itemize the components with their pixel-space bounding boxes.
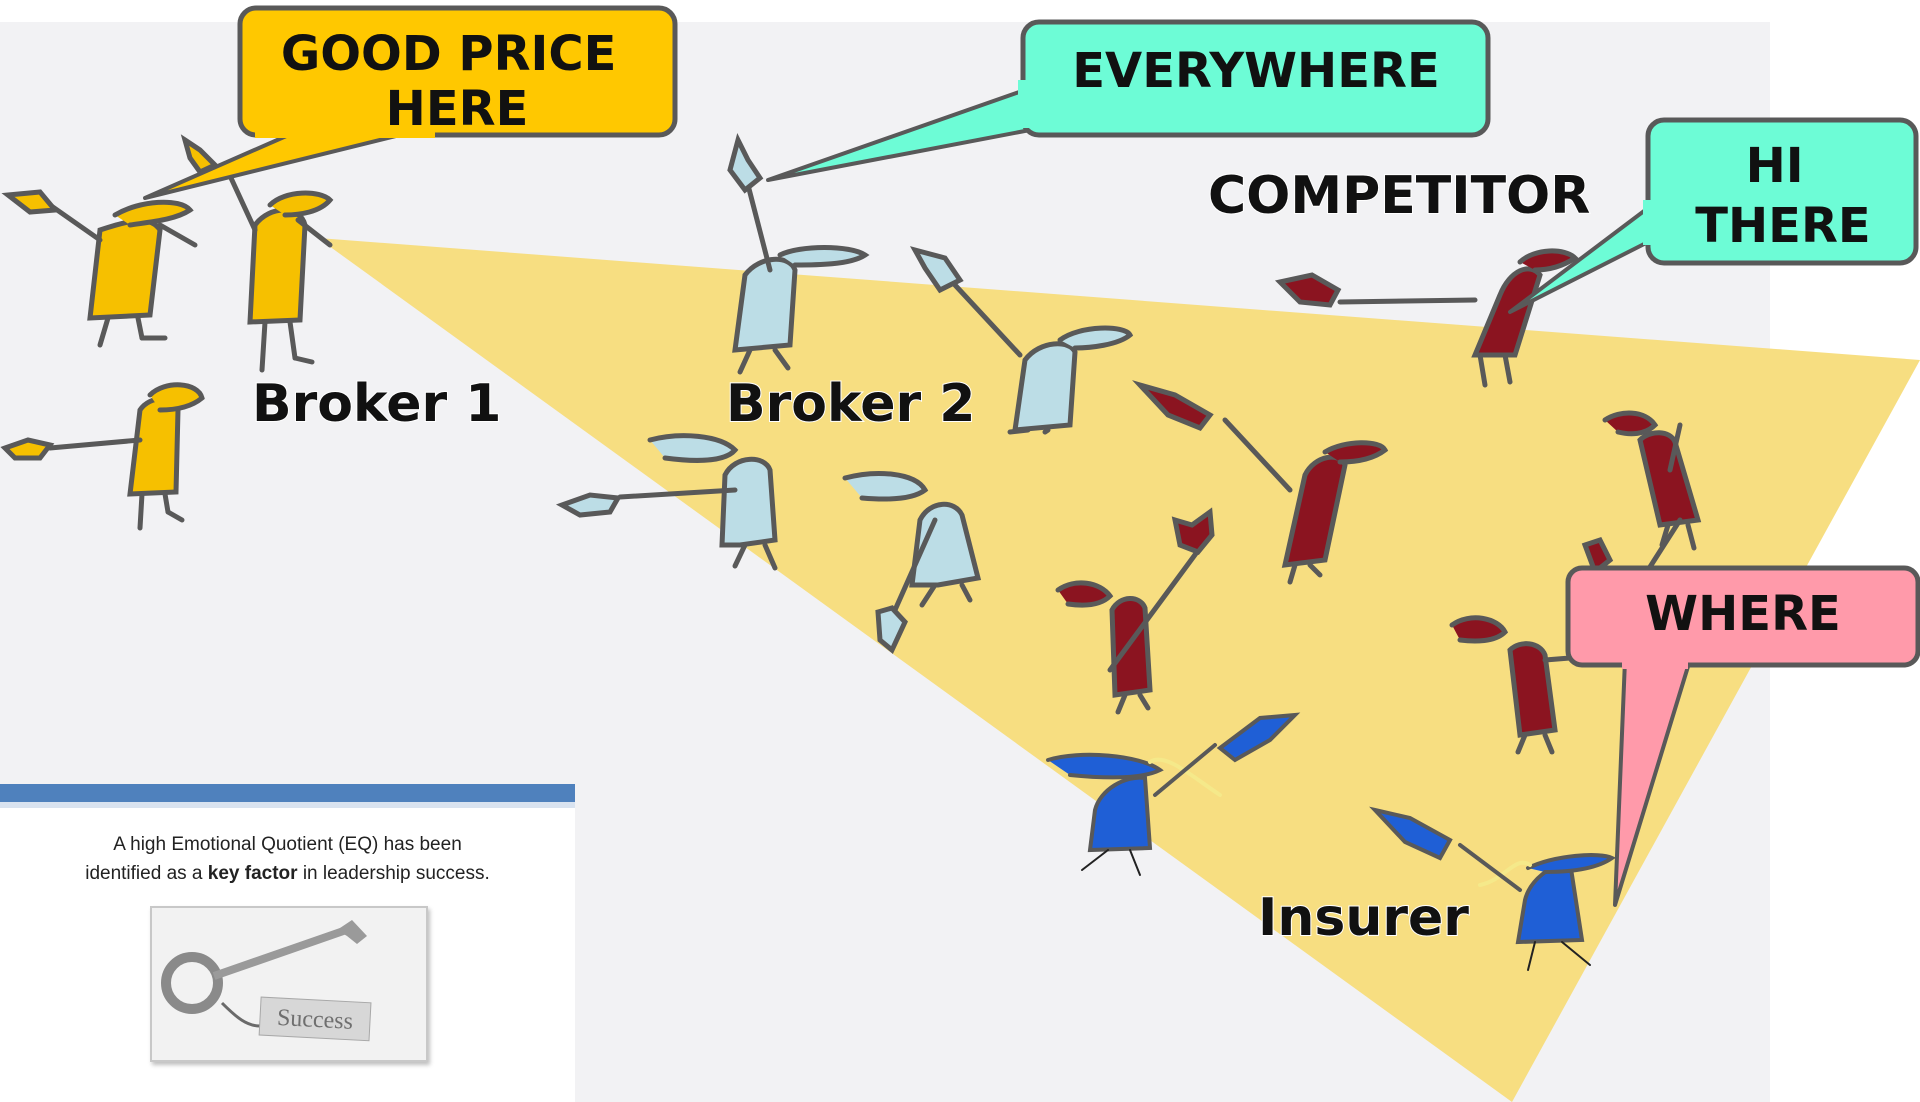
competitor-figure — [1274, 248, 1579, 388]
insurer-figures — [1046, 712, 1616, 971]
callout-everywhere: EVERYWHERE — [766, 19, 1491, 182]
svg-text:HI THERE: HI THERE — [1695, 138, 1870, 254]
competitor-figures — [1055, 248, 1702, 755]
callout-hi-there-line1: HI — [1746, 138, 1804, 194]
inset-caption-key-factor: key factor — [207, 863, 298, 884]
inset-header-bar — [0, 784, 575, 808]
broker2-figure — [727, 132, 870, 375]
callout-good-price-line2: HERE — [386, 81, 529, 137]
label-insurer: Insurer — [1258, 888, 1469, 948]
callout-where: WHERE — [1565, 565, 1920, 907]
success-tag-text: Success — [276, 1005, 353, 1035]
broker2-figure — [555, 433, 778, 571]
inset-caption: A high Emotional Quotient (EQ) has been … — [0, 830, 575, 888]
broker1-figure — [1, 189, 198, 348]
callout-everywhere-text: EVERYWHERE — [1072, 43, 1439, 99]
label-broker2: Broker 2 — [726, 374, 975, 434]
insurer-figure — [1046, 712, 1301, 876]
callout-where-text: WHERE — [1645, 586, 1841, 642]
callout-hi-there-line2: THERE — [1695, 198, 1870, 254]
callout-good-price: GOOD PRICE HERE — [143, 5, 678, 200]
broker1-figure — [180, 134, 334, 373]
broker2-figure — [842, 471, 982, 655]
inset-slide: A high Emotional Quotient (EQ) has been … — [0, 784, 575, 1102]
callout-good-price-line1: GOOD PRICE — [281, 26, 617, 82]
label-broker1: Broker 1 — [252, 374, 501, 434]
broker1-figure — [0, 382, 205, 531]
competitor-figure — [1449, 536, 1614, 755]
broker1-figures — [0, 134, 334, 531]
inset-caption-line2-end: in leadership success. — [297, 863, 490, 884]
label-competitor: COMPETITOR — [1208, 166, 1590, 226]
competitor-figure — [1602, 410, 1702, 598]
competitor-figure — [1132, 380, 1389, 585]
svg-text:GOOD PRICE HERE: GOOD PRICE HERE — [281, 26, 633, 137]
inset-caption-line1: A high Emotional Quotient (EQ) has been — [113, 834, 462, 855]
key-success-photo: Success — [150, 906, 428, 1062]
inset-caption-line2: identified as a key factor in leadership… — [0, 859, 575, 888]
key-icon: Success — [152, 908, 426, 1060]
broker2-figures — [555, 132, 1134, 655]
broker2-figure — [909, 246, 1134, 435]
competitor-figure — [1055, 507, 1215, 715]
inset-caption-line2-start: identified as a — [85, 863, 208, 884]
insurer-figure — [1369, 806, 1616, 971]
callout-hi-there: HI THERE — [1508, 117, 1919, 314]
